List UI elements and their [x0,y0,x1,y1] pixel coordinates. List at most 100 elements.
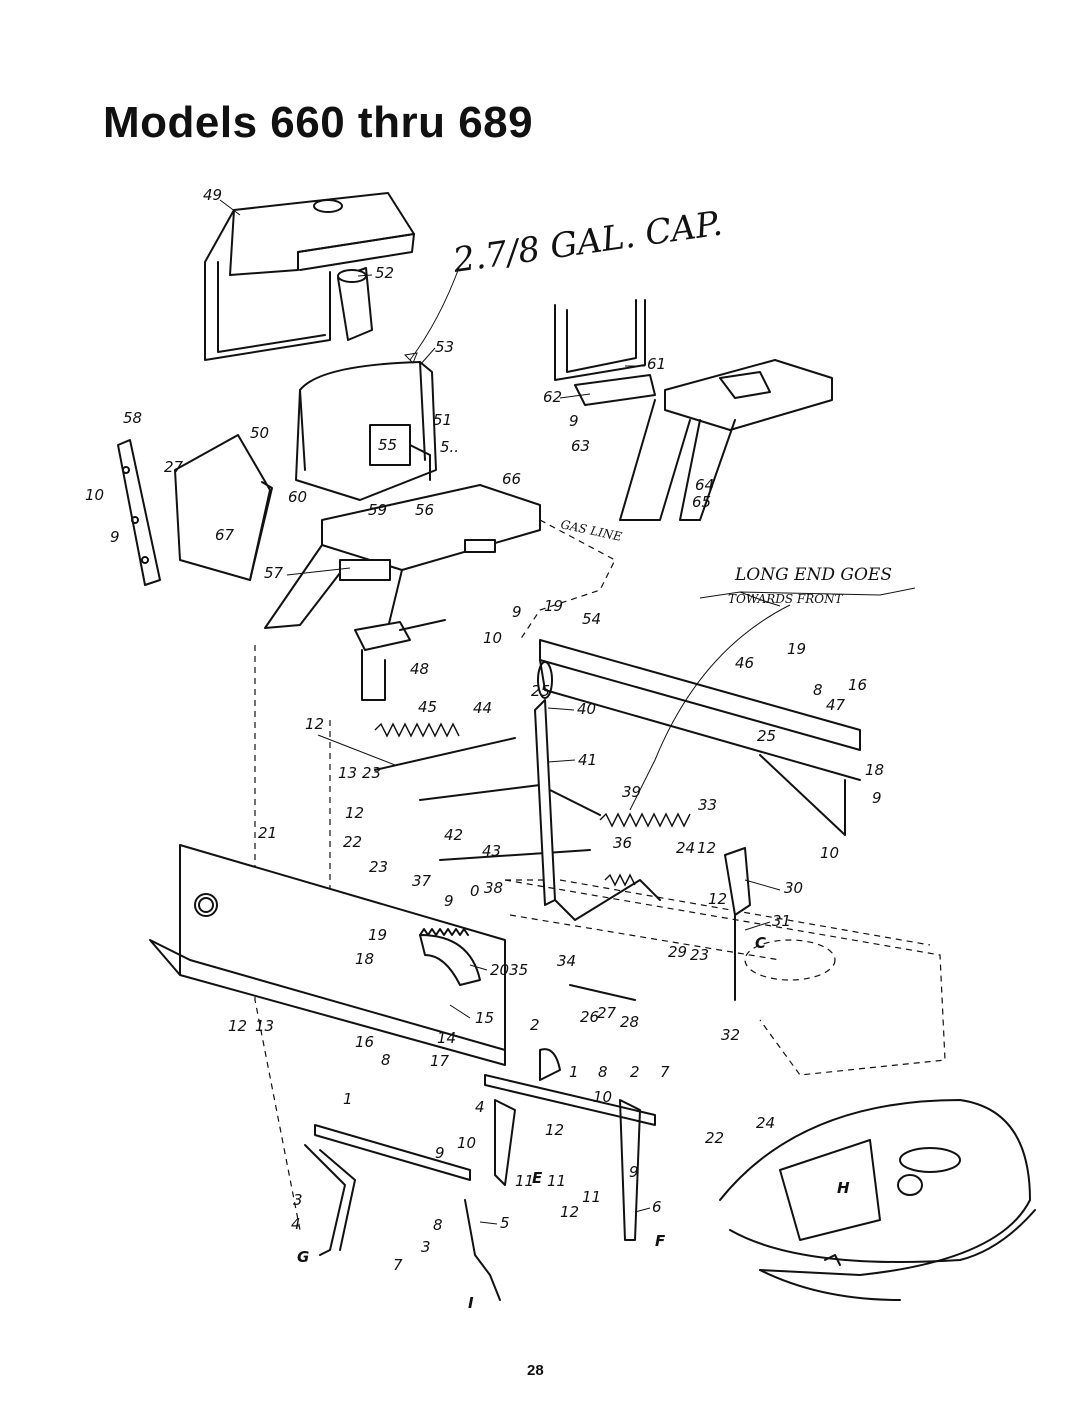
callout: 12 [228,1017,247,1035]
page-title: Models 660 thru 689 [103,98,534,147]
callout: 34 [557,952,576,970]
callout: 13 [338,764,357,782]
callout: 8 [598,1063,608,1081]
callout: 5.. [440,438,459,456]
callout: 17 [430,1052,450,1070]
callout: 30 [784,879,803,897]
callout: 8 [813,681,823,699]
callout: 66 [502,470,521,488]
callout: H [837,1179,850,1197]
page-number: 28 [527,1362,544,1379]
callout: 44 [473,699,492,717]
callout: 12 [305,715,324,733]
deck-housing [504,879,946,1076]
callout: 9 [110,528,120,546]
callout: 53 [435,338,454,356]
callout: 18 [355,950,374,968]
callout: 23 [690,946,709,964]
callout: 8 [381,1051,391,1069]
callout: 37 [412,872,432,890]
mower-deck [719,1099,1036,1301]
callout: 47 [826,696,846,714]
callout: 0 [470,882,480,900]
callout: 9 [435,1144,445,1162]
callout: 19 [787,640,806,658]
callout: 63 [571,437,590,455]
front-panel [149,844,506,1066]
callout: 11 [515,1172,534,1190]
callout: G [297,1248,309,1266]
callout: 12 [345,804,364,822]
fuel-tank [295,267,437,501]
lift-arm [724,847,751,1001]
callout: 23 [369,858,388,876]
callout: 32 [721,1026,740,1044]
callout: 6 [652,1198,662,1216]
spring-36 [604,873,636,887]
callout: 36 [613,834,632,852]
callout: 45 [418,698,437,716]
callout: 50 [250,424,269,442]
callout: 43 [482,842,501,860]
hanger-arms [304,1099,641,1301]
callout: 55 [378,436,397,454]
callout: 57 [264,564,284,582]
callout: 67 [215,526,235,544]
capacity-note: 2.7/8 GAL. CAP. [450,204,725,282]
gas-line-note: GAS LINE [559,517,623,544]
callout: 16 [355,1033,374,1051]
callout: 10 [457,1134,476,1152]
callout: 2 [530,1016,540,1034]
hanger-assembly [354,619,446,701]
callout: 24 [756,1114,775,1132]
callout: 26 [580,1008,599,1026]
callout: 8 [433,1216,443,1234]
callout: 3 [293,1191,303,1209]
callout: 9 [569,412,579,430]
callout: 11 [547,1172,566,1190]
gas-line [519,519,616,641]
callout: 1 [569,1063,579,1081]
lower-linkage [314,1048,656,1181]
callout: 22 [343,833,362,851]
callout: 25 [531,682,550,700]
callout: 65 [692,493,711,511]
linkage-rods [374,661,661,921]
callout: 10 [820,844,839,862]
callout: 4 [475,1098,485,1116]
seat-bracket-assembly [554,299,833,521]
callout: F [655,1232,666,1250]
callout: 9 [512,603,522,621]
callout: 27 [597,1004,617,1022]
spring-45 [374,722,460,738]
callout: 12 [545,1121,564,1139]
callout: 7 [393,1256,403,1274]
callout: 21 [258,824,277,842]
callout: 3 [421,1238,431,1256]
callout: 61 [647,355,666,373]
callout: 58 [123,409,142,427]
callout: 56 [415,501,434,519]
callout: 40 [577,700,596,718]
callout: 39 [622,783,641,801]
callout: 9 [444,892,454,910]
rear-bar [539,639,861,836]
callout: I [468,1294,474,1312]
callout: 38 [484,879,503,897]
callout: 29 [668,943,687,961]
callout: 4 [291,1215,301,1233]
note-arrow [409,264,461,361]
callout: 51 [433,411,452,429]
callout: 54 [582,610,601,628]
callout: 7 [660,1063,670,1081]
callout: 52 [375,264,394,282]
callout: 15 [475,1009,494,1027]
callout: 60 [288,488,307,506]
callout: 16 [848,676,867,694]
leader-lines [219,199,781,1225]
callout: 2 [630,1063,640,1081]
gear-segment [419,928,481,986]
callout: 48 [410,660,429,678]
long-end-arrow [629,604,791,811]
callout: 19 [544,597,563,615]
